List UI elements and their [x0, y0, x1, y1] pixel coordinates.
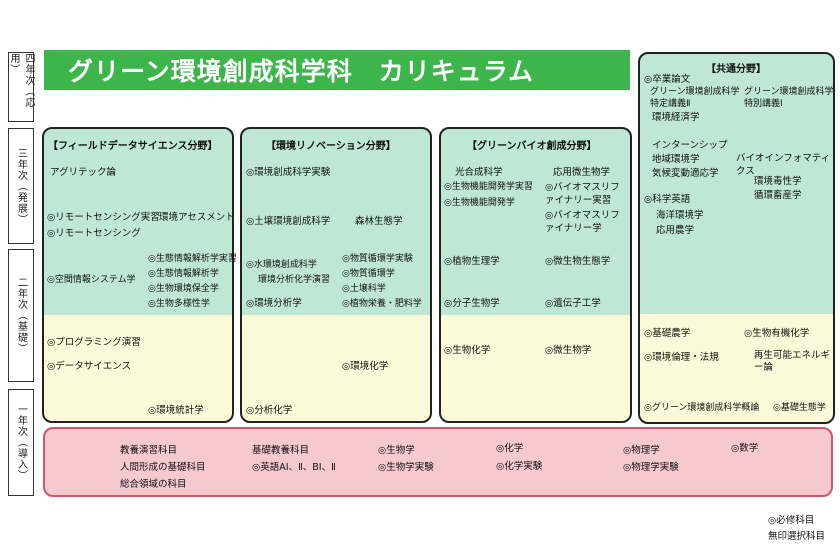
course-item: 基礎教養科目: [252, 445, 310, 456]
course-item: ◎土壌科学: [342, 284, 386, 294]
course-item: 応用微生物学: [553, 167, 611, 178]
course-item: ◎土壌環境創成科学: [246, 216, 331, 227]
course-item: ◎生態情報解析学: [148, 269, 219, 279]
field-common-header: 【共通分野】: [706, 64, 766, 75]
course-item: 教養演習科目: [120, 445, 178, 456]
course-item: ◎バイオマスリファイナリー実習: [545, 182, 620, 206]
course-item: ◎分析化学: [246, 405, 293, 416]
course-item: ◎バイオマスリファイナリー学: [545, 210, 620, 234]
course-item: ◎数学: [731, 443, 759, 454]
course-item: 光合成科学: [455, 167, 503, 178]
course-item: 再生可能エネルギー論: [754, 350, 831, 373]
course-item: ◎生物学実験: [378, 462, 434, 473]
course-item: ◎化学: [496, 443, 524, 454]
course-item: ◎水環境創成科学: [246, 260, 317, 270]
course-item: 気候変動適応学: [652, 168, 719, 179]
course-item: ◎遺伝子工学: [545, 298, 601, 309]
course-item: 海洋環境学: [656, 210, 704, 221]
legend-elective: 無印選択科目: [768, 531, 826, 542]
field-common-panel: 【共通分野】 ◎卒業論文 グリーン環境創成科学特定講義Ⅱ グリーン環境創成科学特…: [638, 52, 835, 424]
year-label-2: 二年次（基礎）: [8, 249, 34, 382]
year-label-1: 一年次（導入）: [8, 389, 34, 496]
year-label-3: 三年次（発展）: [8, 128, 34, 244]
course-item: ◎生物化学: [444, 345, 491, 356]
course-item: 環境分析化学演習: [258, 275, 331, 285]
course-item: ◎微生物生態学: [545, 256, 611, 267]
course-item: 地域環境学: [652, 154, 700, 165]
course-item: 環境経済学: [652, 112, 700, 123]
course-item: ◎生物学: [378, 445, 415, 456]
course-item: グリーン環境創成科学特定講義Ⅱ: [650, 87, 740, 109]
course-item: 循環畜産学: [754, 190, 802, 201]
course-item: 人間形成の基礎科目: [120, 462, 206, 473]
course-item: ◎空間情報システム学: [47, 275, 136, 285]
course-item: ◎英語AⅠ、Ⅱ、BⅠ、Ⅱ: [252, 462, 336, 473]
course-item: ◎物理学実験: [623, 462, 679, 473]
course-item: ◎分子生物学: [444, 298, 500, 309]
field-greenbio-panel: 【グリーンバイオ創成分野】 光合成科学 応用微生物学 ◎生物機能開発学実習 ◎バ…: [439, 127, 632, 423]
course-item: 環境毒性学: [754, 176, 802, 187]
course-item: ◎物質循環学: [342, 269, 395, 279]
course-item: 応用農学: [656, 225, 695, 236]
course-item: ◎化学実験: [496, 461, 543, 472]
course-item: ◎生物環境保全学: [148, 284, 219, 294]
legend-required: ◎必修科目: [768, 515, 815, 526]
course-item: ◎基礎生態学: [773, 403, 826, 413]
field-renovation-header: 【環境リノベーション分野】: [266, 141, 396, 152]
field-greenbio-header: 【グリーンバイオ創成分野】: [467, 141, 597, 152]
course-item: ◎生物多様性学: [148, 299, 210, 309]
course-item: ◎環境統計学: [148, 405, 204, 416]
course-item: アグリテック論: [50, 167, 117, 178]
course-item: ◎リモートセンシング: [47, 228, 141, 239]
course-item: 森林生態学: [355, 216, 403, 227]
course-item: ◎環境創成科学実験: [246, 167, 331, 178]
course-item: バイオインフォマティクス: [736, 153, 831, 177]
course-item: ◎グリーン環境創成科学概論: [644, 403, 760, 413]
course-item: ◎卒業論文: [644, 74, 691, 85]
course-item: ◎植物栄養・肥料学: [342, 299, 422, 309]
course-item: ◎微生物学: [545, 345, 592, 356]
course-item: ◎科学英語: [644, 194, 691, 205]
field-fds-panel: 【フィールドデータサイエンス分野】 アグリテック論 ◎リモートセンシング実習 環…: [42, 127, 237, 423]
field-fds-header: 【フィールドデータサイエンス分野】: [48, 141, 218, 152]
course-item: ◎生物有機化学: [744, 328, 810, 339]
course-item: インターンシップ: [652, 140, 728, 151]
course-item: ◎生態情報解析学実習: [148, 254, 237, 264]
course-item: ◎基礎農学: [644, 328, 691, 339]
course-item: ◎リモートセンシング実習: [47, 212, 160, 223]
course-item: ◎物理学: [623, 445, 660, 456]
course-item: ◎プログラミング演習: [47, 337, 141, 348]
page-title: グリーン環境創成科学科 カリキュラム: [44, 50, 630, 90]
course-item: ◎環境分析学: [246, 298, 302, 309]
course-item: ◎環境倫理・法規: [644, 352, 719, 363]
course-item: ◎物質循環学実験: [342, 254, 413, 264]
field-renovation-panel: 【環境リノベーション分野】 ◎環境創成科学実験 ◎土壌環境創成科学 森林生態学 …: [240, 127, 432, 423]
year1-panel: 教養演習科目 人間形成の基礎科目 総合領域の科目 基礎教養科目 ◎英語AⅠ、Ⅱ、…: [43, 427, 833, 497]
course-item: ◎データサイエンス: [47, 361, 132, 372]
course-item: 総合領域の科目: [120, 479, 187, 490]
course-item: ◎生物機能開発学実習: [444, 182, 533, 192]
year-label-4: 四年次（応用）: [8, 52, 34, 122]
course-item: 環境アセスメント: [159, 212, 235, 223]
course-item: ◎植物生理学: [444, 256, 500, 267]
course-item: ◎生物機能開発学: [444, 198, 515, 208]
course-item: グリーン環境創成科学特別講義Ⅰ: [744, 87, 834, 109]
course-item: ◎環境化学: [342, 361, 389, 372]
